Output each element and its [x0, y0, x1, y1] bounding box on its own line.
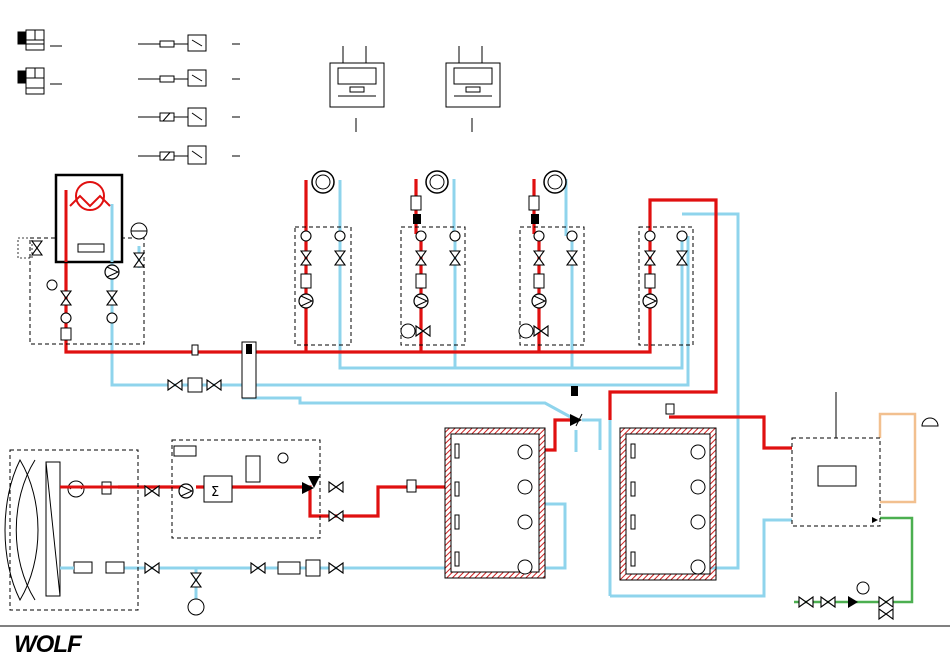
buffer-tank-1 [445, 428, 545, 578]
heat-pump-unit [5, 450, 138, 610]
heating-circuit-3 [519, 171, 584, 345]
svg-text:Σ: Σ [211, 485, 219, 500]
solar-return-line [880, 414, 915, 502]
brand-name: WOLF [14, 631, 81, 658]
controller-2 [446, 46, 500, 132]
freshwater-line [794, 518, 912, 602]
heating-circuit-1 [295, 171, 351, 345]
legend-symbols [18, 30, 240, 164]
controller-1 [330, 46, 384, 132]
boiler-module [18, 175, 147, 344]
buffer-tank-2 [620, 428, 716, 580]
expansion-vessel-icon [188, 599, 204, 615]
shower-icon [922, 418, 938, 426]
wolf-logo: WOLF [14, 632, 104, 658]
heat-pump-module: Σ [172, 440, 320, 538]
manometer-icon [857, 582, 869, 594]
heating-circuit-4 [639, 227, 693, 345]
